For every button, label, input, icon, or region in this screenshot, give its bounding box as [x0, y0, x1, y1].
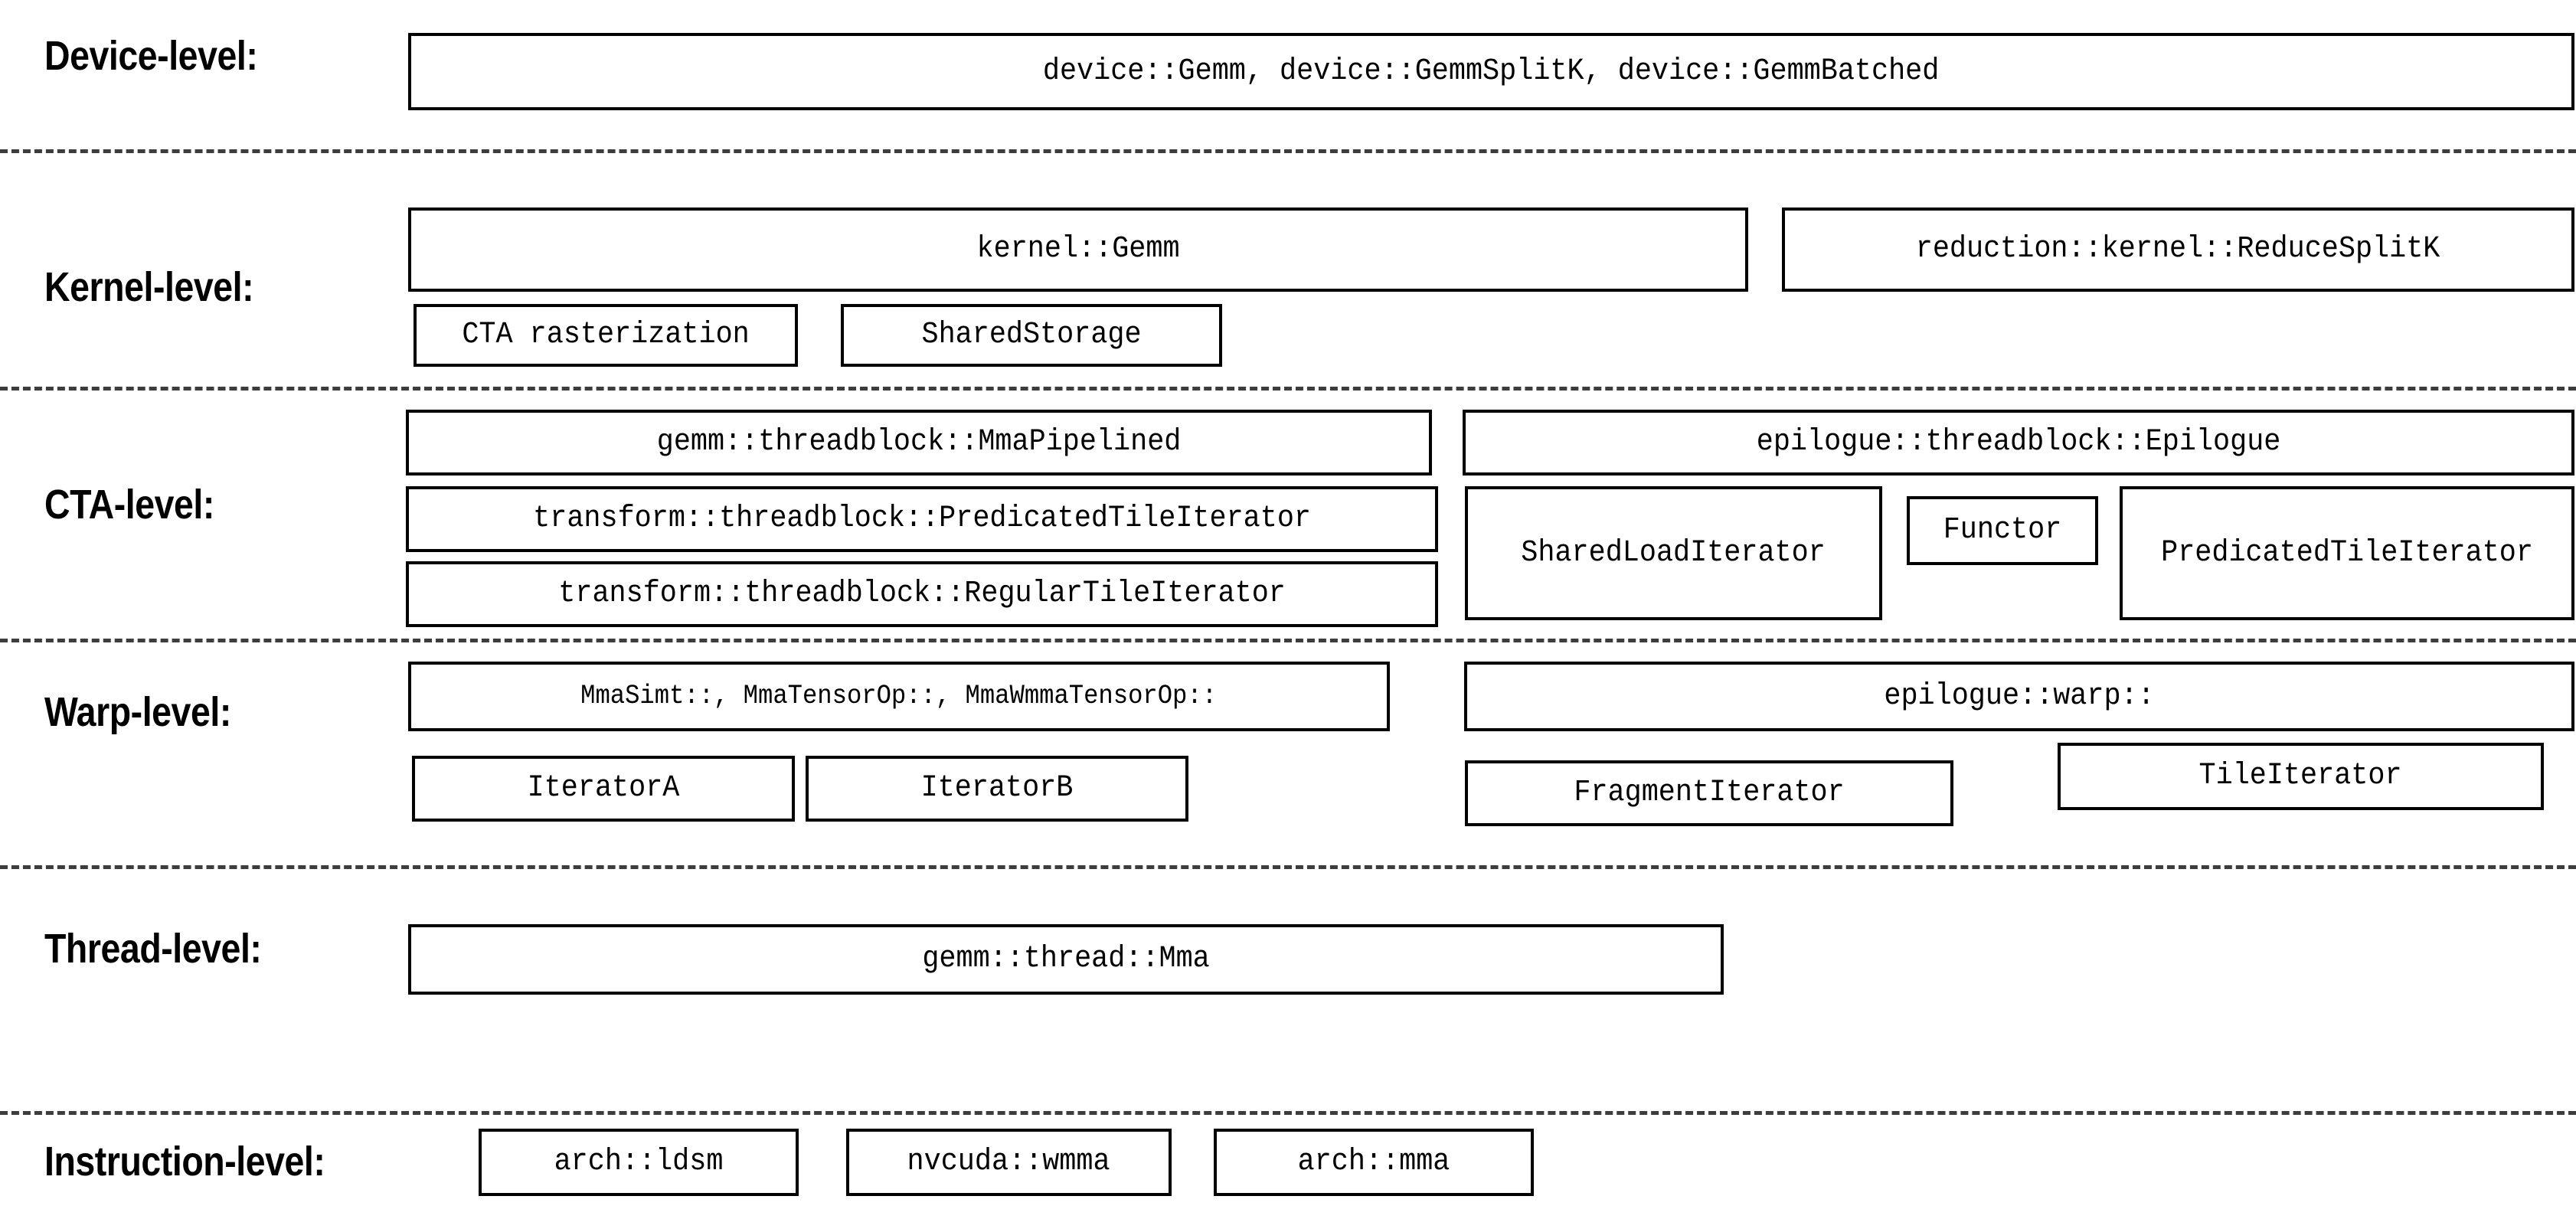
box-transform-threadblock-predicatedtileiterator[interactable]: transform::threadblock::PredicatedTileIt… [406, 486, 1438, 552]
box-functor-label: Functor [1943, 513, 2062, 547]
box-transform-threadblock-predicatedtileiterator-label: transform::threadblock::PredicatedTileIt… [533, 502, 1311, 536]
box-warp-mma-variants[interactable]: MmaSimt::, MmaTensorOp::, MmaWmmaTensorO… [408, 662, 1390, 731]
box-cta-rasterization[interactable]: CTA rasterization [414, 304, 798, 367]
box-gemm-threadblock-mmapipelined-label: gemm::threadblock::MmaPipelined [656, 425, 1182, 459]
box-gemm-threadblock-mmapipelined[interactable]: gemm::threadblock::MmaPipelined [406, 410, 1432, 476]
box-arch-mma[interactable]: arch::mma [1214, 1129, 1534, 1196]
box-device-gemm[interactable]: device::Gemm, device::GemmSplitK, device… [408, 33, 2574, 110]
box-cta-rasterization-label: CTA rasterization [462, 318, 750, 352]
box-sharedstorage-label: SharedStorage [921, 318, 1142, 352]
level-label-instruction: Instruction-level: [44, 1139, 325, 1185]
box-iterator-a[interactable]: IteratorA [412, 756, 795, 822]
box-kernel-gemm-label: kernel::Gemm [976, 232, 1180, 266]
box-gemm-thread-mma-label: gemm::thread::Mma [922, 942, 1210, 976]
box-epilogue-predicatedtileiterator[interactable]: PredicatedTileIterator [2120, 486, 2574, 620]
divider-kernel-cta [0, 387, 2576, 391]
box-iterator-b-label: IteratorB [920, 771, 1074, 806]
box-nvcuda-wmma-label: nvcuda::wmma [907, 1145, 1110, 1179]
box-epilogue-threadblock-epilogue[interactable]: epilogue::threadblock::Epilogue [1463, 410, 2574, 476]
box-iterator-b[interactable]: IteratorB [806, 756, 1188, 822]
box-fragmentiterator-label: FragmentIterator [1574, 776, 1845, 810]
level-label-thread: Thread-level: [44, 926, 262, 972]
box-tileiterator-label: TileIterator [2198, 759, 2402, 793]
box-device-gemm-label: device::Gemm, device::GemmSplitK, device… [1043, 54, 1940, 89]
divider-cta-warp [0, 639, 2576, 642]
box-arch-ldsm[interactable]: arch::ldsm [479, 1129, 799, 1196]
box-warp-mma-variants-label: MmaSimt::, MmaTensorOp::, MmaWmmaTensorO… [580, 681, 1218, 711]
divider-thread-instruction [0, 1111, 2576, 1115]
level-label-warp: Warp-level: [44, 689, 231, 735]
box-epilogue-warp[interactable]: epilogue::warp:: [1464, 662, 2574, 731]
divider-warp-thread [0, 865, 2576, 869]
box-epilogue-threadblock-epilogue-label: epilogue::threadblock::Epilogue [1756, 425, 2281, 459]
box-fragmentiterator[interactable]: FragmentIterator [1465, 760, 1953, 826]
box-epilogue-predicatedtileiterator-label: PredicatedTileIterator [2161, 535, 2533, 570]
box-nvcuda-wmma[interactable]: nvcuda::wmma [846, 1129, 1172, 1196]
box-sharedloaditerator-label: SharedLoadIterator [1521, 535, 1826, 570]
box-reduction-kernel-reducesplitk-label: reduction::kernel::ReduceSplitK [1916, 232, 2440, 266]
box-tileiterator[interactable]: TileIterator [2058, 743, 2544, 810]
box-sharedstorage[interactable]: SharedStorage [841, 304, 1222, 367]
level-label-device: Device-level: [44, 33, 258, 79]
box-reduction-kernel-reducesplitk[interactable]: reduction::kernel::ReduceSplitK [1782, 208, 2574, 292]
box-kernel-gemm[interactable]: kernel::Gemm [408, 208, 1748, 292]
box-iterator-a-label: IteratorA [527, 771, 680, 806]
box-epilogue-warp-label: epilogue::warp:: [1884, 678, 2155, 714]
divider-device-kernel [0, 149, 2576, 153]
box-arch-mma-label: arch::mma [1297, 1145, 1450, 1179]
level-label-kernel: Kernel-level: [44, 264, 254, 310]
box-gemm-thread-mma[interactable]: gemm::thread::Mma [408, 924, 1724, 995]
box-functor[interactable]: Functor [1907, 496, 2098, 565]
box-sharedloaditerator[interactable]: SharedLoadIterator [1465, 486, 1882, 620]
box-arch-ldsm-label: arch::ldsm [554, 1145, 724, 1179]
level-label-cta: CTA-level: [44, 482, 214, 528]
box-transform-threadblock-regulartileiterator-label: transform::threadblock::RegularTileItera… [558, 577, 1286, 611]
box-transform-threadblock-regulartileiterator[interactable]: transform::threadblock::RegularTileItera… [406, 561, 1438, 627]
